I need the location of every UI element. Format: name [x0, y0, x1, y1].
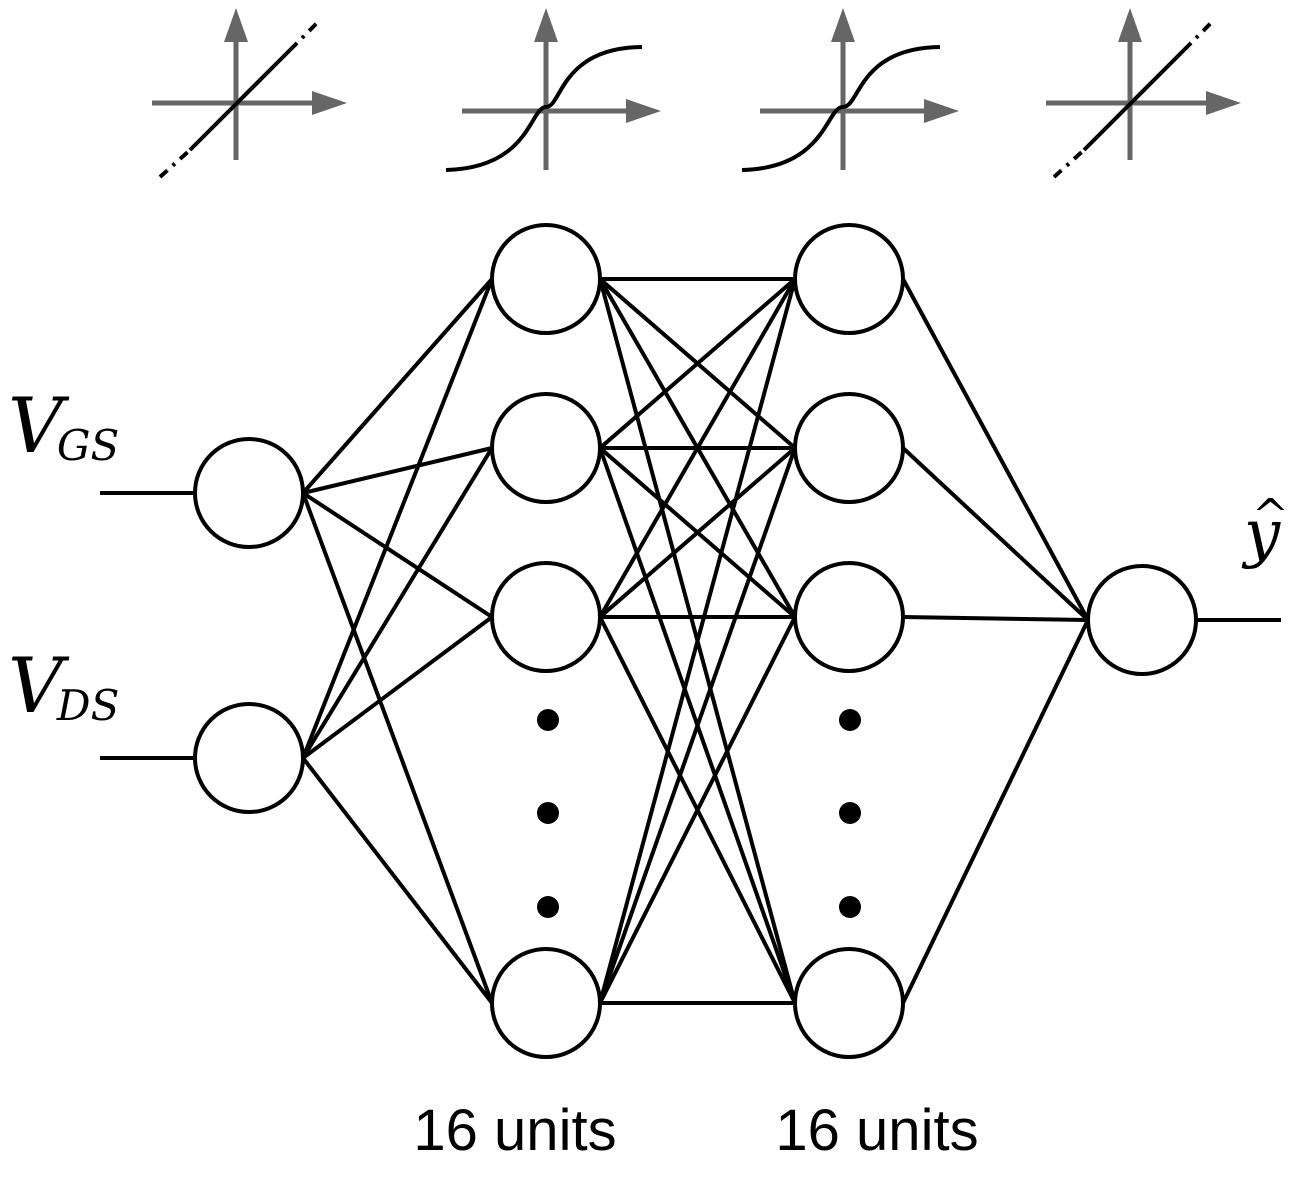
hidden1-node: [490, 561, 602, 673]
ellipsis-dot: [839, 896, 861, 918]
connection-edge: [301, 492, 494, 1004]
input-node-vgs: [193, 437, 305, 549]
ellipsis-dot: [537, 896, 559, 918]
activation-icon-hidden2-tanh: [741, 8, 959, 172]
connection-edge: [301, 491, 494, 619]
hidden1-units-label: 16 units: [413, 1098, 616, 1163]
connection-edge: [901, 446, 1090, 622]
input-node-vds: [193, 702, 305, 814]
connection-edge: [901, 278, 1090, 621]
hidden2-node: [793, 392, 905, 504]
ellipsis-dot: [839, 802, 861, 824]
input-label-vgs: VGS: [8, 381, 119, 470]
input-label-vds: VDS: [8, 641, 119, 730]
connection-edge: [301, 615, 494, 760]
connection-edge: [598, 277, 797, 450]
connection-edge: [598, 278, 797, 618]
hidden2-units-label: 16 units: [775, 1098, 978, 1163]
output-layer: [1086, 564, 1198, 676]
input-layer: [193, 437, 305, 814]
hidden2-node: [793, 223, 905, 335]
activation-icon-output-linear: [1046, 8, 1241, 179]
hidden1-node: [490, 223, 602, 335]
activation-icon-hidden1-tanh: [445, 8, 661, 172]
connection-edge: [598, 447, 797, 1004]
hidden1-node: [490, 947, 602, 1059]
connection-edge: [598, 446, 797, 619]
connection-edge: [901, 619, 1090, 1004]
connection-edge: [902, 615, 1089, 622]
output-label-y: y: [1241, 497, 1281, 571]
ellipsis-dot: [537, 802, 559, 824]
hidden2-node: [793, 561, 905, 673]
connection-edge: [301, 277, 494, 495]
ellipsis-dot: [839, 709, 861, 731]
connection-edge: [301, 278, 494, 759]
connection-edge: [302, 446, 493, 495]
connection-edge: [301, 446, 494, 760]
connection-edges: [301, 277, 1090, 1005]
hidden1-node: [490, 392, 602, 504]
output-label-hat: ^: [1252, 490, 1289, 541]
connection-edge: [598, 616, 797, 1004]
activation-icon-input-linear: [152, 8, 347, 179]
output-node: [1086, 564, 1198, 676]
ellipsis-dot: [537, 709, 559, 731]
connection-edge: [598, 278, 797, 1004]
hidden-layer-2: [793, 223, 905, 1059]
hidden2-node: [793, 947, 905, 1059]
connection-edge: [301, 756, 494, 1005]
hidden-layer-1: [490, 223, 602, 1059]
